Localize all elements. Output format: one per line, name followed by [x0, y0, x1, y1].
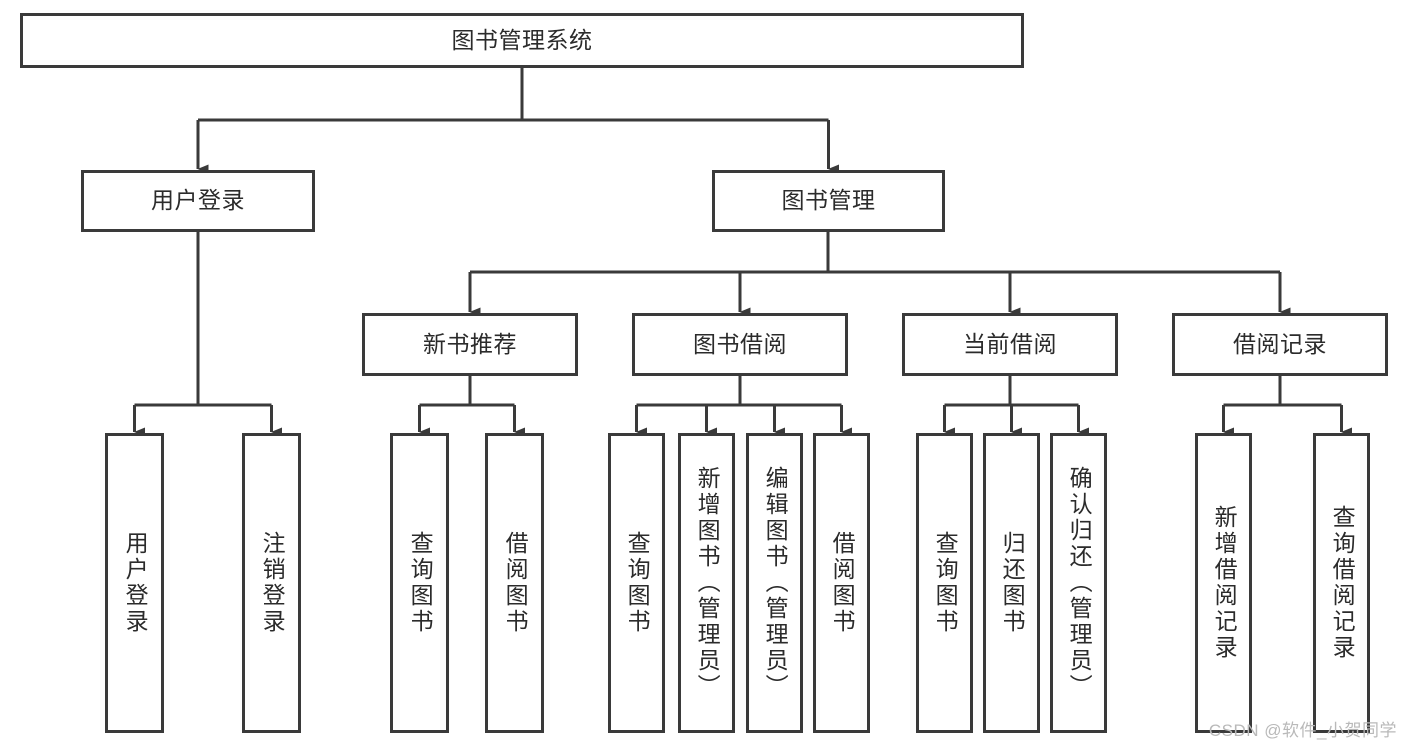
node-leaf-10[interactable]: 归还图书	[983, 433, 1040, 733]
node-label: 确认归还（管理员）	[1066, 466, 1093, 700]
node-leaf-1[interactable]: 用户登录	[105, 433, 164, 733]
node-leaf-5[interactable]: 查询图书	[608, 433, 665, 733]
node-leaf-2[interactable]: 注销登录	[242, 433, 301, 733]
node-newbook[interactable]: 新书推荐	[362, 313, 578, 376]
node-leaf-11[interactable]: 确认归还（管理员）	[1050, 433, 1107, 733]
node-label: 查询图书	[407, 531, 434, 635]
watermark-label: CSDN @软件_小贺同学	[1208, 721, 1397, 740]
node-label: 归还图书	[999, 531, 1026, 635]
node-leaf-13[interactable]: 查询借阅记录	[1313, 433, 1370, 733]
node-label: 新增借阅记录	[1211, 505, 1238, 661]
node-records[interactable]: 借阅记录	[1172, 313, 1388, 376]
node-label: 借阅图书	[502, 531, 529, 635]
node-leaf-6[interactable]: 新增图书（管理员）	[678, 433, 735, 733]
node-label: 图书管理系统	[451, 26, 593, 53]
node-current[interactable]: 当前借阅	[902, 313, 1118, 376]
node-leaf-8[interactable]: 借阅图书	[813, 433, 870, 733]
node-label: 图书管理	[781, 187, 876, 214]
node-leaf-9[interactable]: 查询图书	[916, 433, 973, 733]
node-label: 查询图书	[624, 531, 651, 635]
node-label: 查询借阅记录	[1329, 505, 1356, 661]
node-leaf-4[interactable]: 借阅图书	[485, 433, 544, 733]
node-root[interactable]: 图书管理系统	[20, 13, 1024, 68]
node-leaf-7[interactable]: 编辑图书（管理员）	[746, 433, 803, 733]
node-label: 编辑图书（管理员）	[762, 466, 789, 700]
node-borrow[interactable]: 图书借阅	[632, 313, 848, 376]
node-label: 新增图书（管理员）	[694, 466, 721, 700]
node-label: 用户登录	[122, 531, 149, 635]
node-leaf-3[interactable]: 查询图书	[390, 433, 449, 733]
node-label: 借阅记录	[1233, 330, 1327, 357]
connector-group	[133, 68, 1352, 437]
node-label: 查询图书	[932, 531, 959, 635]
node-label: 用户登录	[151, 187, 245, 214]
node-login[interactable]: 用户登录	[81, 170, 315, 232]
node-label: 当前借阅	[963, 330, 1057, 357]
node-label: 借阅图书	[829, 531, 856, 635]
node-bookmgmt[interactable]: 图书管理	[712, 170, 945, 232]
node-label: 图书借阅	[693, 330, 787, 357]
node-label: 注销登录	[259, 531, 286, 635]
node-label: 新书推荐	[423, 330, 517, 357]
node-leaf-12[interactable]: 新增借阅记录	[1195, 433, 1252, 733]
